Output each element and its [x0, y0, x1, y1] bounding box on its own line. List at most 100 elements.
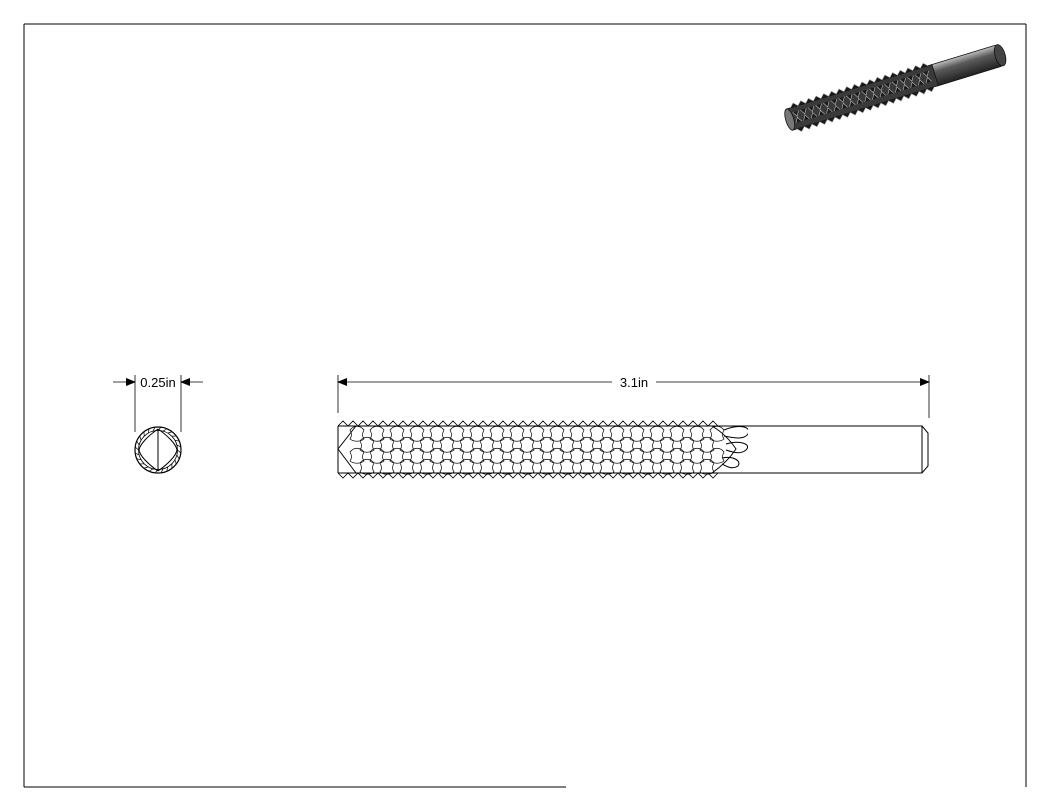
- side-view-tooth: [539, 458, 555, 475]
- side-view-tooth: [679, 436, 695, 453]
- side-view-tooth: [669, 447, 685, 464]
- diameter-dimension-label: 0.25in: [140, 375, 175, 390]
- end-view-tooth: [174, 439, 180, 442]
- side-view-tooth: [469, 447, 485, 464]
- side-view-tooth: [449, 447, 465, 464]
- side-view-tooth: [349, 447, 365, 464]
- side-view-tip: [337, 425, 357, 474]
- iso-teeth: [790, 62, 935, 132]
- side-view-tooth: [479, 436, 495, 453]
- side-view-top-crest: [337, 420, 719, 427]
- length-dimension: 3.1in: [337, 375, 930, 418]
- side-view-tooth: [479, 458, 495, 475]
- side-view-tooth: [489, 447, 505, 464]
- side-view-tooth: [699, 436, 715, 453]
- iso-tip: [784, 108, 796, 131]
- side-view-tooth: [659, 436, 675, 453]
- side-view-shank: [748, 425, 929, 474]
- side-view-tooth: [689, 425, 705, 442]
- iso-tooth: [828, 90, 843, 121]
- iso-tooth: [897, 69, 912, 100]
- side-view-tooth: [399, 458, 415, 475]
- side-view-tooth: [379, 436, 395, 453]
- iso-tooth: [874, 76, 889, 107]
- diameter-dimension: 0.25in: [113, 375, 203, 432]
- side-view-tooth: [459, 436, 475, 453]
- side-view-tooth: [509, 447, 525, 464]
- end-view-tooth: [162, 428, 167, 432]
- side-view-tooth: [379, 458, 395, 475]
- end-view-tooth: [149, 468, 154, 472]
- end-view-tooth: [166, 466, 169, 472]
- iso-tooth: [889, 72, 905, 102]
- side-view-tooth: [569, 425, 585, 442]
- side-view-tooth: [539, 436, 555, 453]
- end-view: [134, 426, 182, 474]
- side-view-tooth: [449, 425, 465, 442]
- side-view-tooth: [529, 425, 545, 442]
- side-view-tooth: [609, 425, 625, 442]
- side-view: [337, 420, 929, 479]
- side-view-tooth: [519, 436, 535, 453]
- side-view-tooth: [439, 436, 455, 453]
- side-view-tooth: [419, 458, 435, 475]
- isometric-view: [784, 44, 1007, 132]
- side-view-bottom-crest: [337, 472, 719, 479]
- side-view-tooth: [649, 447, 665, 464]
- side-view-tooth: [639, 458, 655, 475]
- iso-tooth: [820, 93, 836, 123]
- iso-tooth: [805, 97, 820, 128]
- side-view-tooth: [349, 425, 365, 442]
- end-view-teeth: [135, 427, 181, 473]
- side-view-tooth: [599, 458, 615, 475]
- side-view-tooth: [549, 447, 565, 464]
- side-view-tooth: [359, 436, 375, 453]
- end-view-tooth: [160, 468, 164, 473]
- side-view-tooth: [659, 458, 675, 475]
- end-view-tooth: [147, 428, 150, 434]
- side-view-tooth: [649, 425, 665, 442]
- iso-tooth: [851, 83, 866, 114]
- side-view-tooth: [559, 436, 575, 453]
- side-view-tooth: [599, 436, 615, 453]
- side-view-tooth: [409, 425, 425, 442]
- iso-flute-body: [786, 64, 939, 131]
- side-view-tooth: [669, 425, 685, 442]
- side-view-tooth: [419, 436, 435, 453]
- side-view-tooth: [619, 458, 635, 475]
- end-view-tooth: [136, 458, 142, 461]
- side-view-tooth: [679, 458, 695, 475]
- iso-tooth: [813, 95, 828, 125]
- side-view-tooth: [589, 425, 605, 442]
- side-view-tooth: [359, 458, 375, 475]
- iso-tooth: [835, 88, 851, 118]
- side-view-tooth: [709, 425, 725, 442]
- side-view-tooth: [549, 425, 565, 442]
- side-view-tooth: [439, 458, 455, 475]
- end-view-tooth: [174, 459, 177, 465]
- side-view-tooth: [389, 425, 405, 442]
- side-view-tooth: [569, 447, 585, 464]
- side-view-tooth: [589, 447, 605, 464]
- iso-tooth: [790, 102, 805, 132]
- end-view-tooth: [139, 435, 142, 441]
- end-view-tooth: [176, 444, 181, 448]
- side-view-tooth: [639, 436, 655, 453]
- iso-tooth: [843, 86, 859, 116]
- side-view-tooth: [619, 436, 635, 453]
- end-view-flute-right: [157, 428, 178, 472]
- side-view-tooth: [369, 447, 385, 464]
- end-view-tooth: [143, 466, 149, 469]
- side-view-tooth: [409, 447, 425, 464]
- iso-tooth: [912, 65, 928, 95]
- side-view-tooth: [399, 436, 415, 453]
- iso-shank: [928, 45, 1003, 87]
- iso-tooth: [858, 81, 874, 111]
- side-view-tooth: [489, 425, 505, 442]
- iso-tooth: [881, 74, 897, 104]
- end-view-tooth: [135, 452, 140, 456]
- sheet-border: [23, 23, 1027, 788]
- iso-tooth: [904, 67, 920, 97]
- iso-tooth: [797, 100, 813, 130]
